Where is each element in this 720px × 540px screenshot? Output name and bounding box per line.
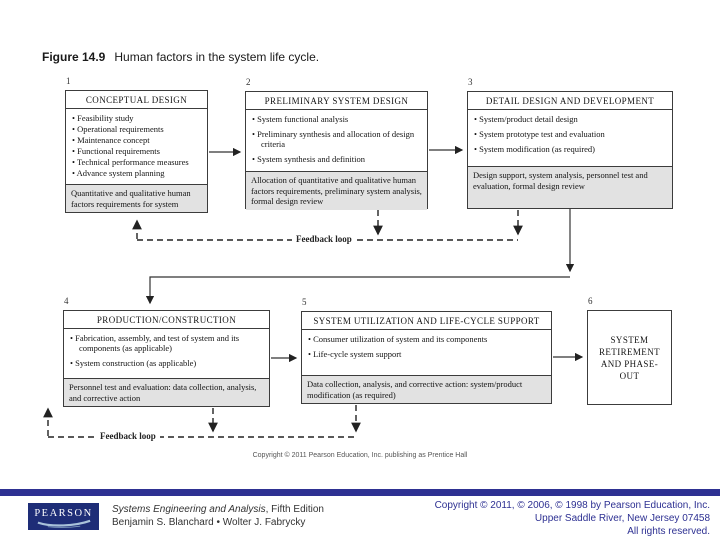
phase-number-4: 4	[64, 296, 69, 306]
phase-box-detail-design-development: DETAIL DESIGN AND DEVELOPMENT System/pro…	[467, 91, 673, 209]
phase-bullet-list: Feasibility study Operational requiremen…	[66, 109, 207, 184]
phase-bullet-list: System functional analysis Preliminary s…	[246, 110, 427, 171]
feedback-loop-label-top: Feedback loop	[292, 234, 356, 244]
phase-header: CONCEPTUAL DESIGN	[66, 91, 207, 109]
book-edition: , Fifth Edition	[265, 504, 324, 515]
slide-title: Figure 14.9 Human factors in the system l…	[42, 50, 319, 64]
bullet-item: Feasibility study	[72, 113, 203, 123]
bullet-item: Fabrication, assembly, and test of syste…	[70, 333, 265, 353]
phase-bullet-list: Consumer utilization of system and its c…	[302, 330, 551, 375]
book-title-line: Systems Engineering and Analysis, Fifth …	[112, 503, 324, 516]
phase-box-conceptual-design: CONCEPTUAL DESIGN Feasibility study Oper…	[65, 90, 208, 213]
bullet-item: Life-cycle system support	[308, 349, 547, 359]
feedback-loop-label-bottom: Feedback loop	[96, 431, 160, 441]
phase-box-system-retirement: SYSTEM RETIREMENT AND PHASE-OUT	[587, 310, 672, 405]
bullet-item: Technical performance measures	[72, 157, 203, 167]
copyright-line-2: Upper Saddle River, New Jersey 07458	[534, 513, 710, 524]
bullet-item: Operational requirements	[72, 124, 203, 134]
footer-copyright: Copyright © 2011, © 2006, © 1998 by Pear…	[435, 499, 710, 538]
bullet-item: Maintenance concept	[72, 135, 203, 145]
phase-bullet-list: Fabrication, assembly, and test of syste…	[64, 329, 269, 378]
phase-number-6: 6	[588, 296, 593, 306]
human-factors-note: Quantitative and qualitative human facto…	[66, 184, 207, 212]
human-factors-note: Allocation of quantitative and qualitati…	[246, 171, 427, 210]
figure-label: Figure 14.9	[42, 50, 106, 64]
bullet-item: Preliminary synthesis and allocation of …	[252, 129, 423, 149]
phase-box-production-construction: PRODUCTION/CONSTRUCTION Fabrication, ass…	[63, 310, 270, 407]
phase-number-5: 5	[302, 297, 307, 307]
phase-header: DETAIL DESIGN AND DEVELOPMENT	[468, 92, 672, 110]
book-authors: Benjamin S. Blanchard • Wolter J. Fabryc…	[112, 517, 306, 528]
footer-accent-bar	[0, 489, 720, 496]
phase-header: SYSTEM RETIREMENT AND PHASE-OUT	[599, 334, 660, 381]
phase-header: PRODUCTION/CONSTRUCTION	[64, 311, 269, 329]
phase-number-3: 3	[468, 77, 473, 87]
bullet-item: System prototype test and evaluation	[474, 129, 668, 139]
human-factors-note: Design support, system analysis, personn…	[468, 166, 672, 208]
phase-bullet-list: System/product detail design System prot…	[468, 110, 672, 166]
bullet-item: System construction (as applicable)	[70, 358, 265, 368]
book-title: Systems Engineering and Analysis	[112, 504, 266, 515]
phase-box-preliminary-system-design: PRELIMINARY SYSTEM DESIGN System functio…	[245, 91, 428, 210]
pearson-swoosh-icon	[37, 519, 90, 528]
book-info: Systems Engineering and Analysis, Fifth …	[112, 503, 324, 529]
human-factors-note: Data collection, analysis, and correctiv…	[302, 375, 551, 403]
phase-header: SYSTEM UTILIZATION AND LIFE-CYCLE SUPPOR…	[302, 312, 551, 330]
pearson-logo: PEARSON	[28, 503, 99, 530]
figure-caption: Human factors in the system life cycle.	[114, 50, 320, 64]
copyright-line-1: Copyright © 2011, © 2006, © 1998 by Pear…	[434, 500, 710, 511]
human-factors-note: Personnel test and evaluation: data coll…	[64, 378, 269, 406]
bullet-item: System modification (as required)	[474, 144, 668, 154]
phase-box-system-utilization: SYSTEM UTILIZATION AND LIFE-CYCLE SUPPOR…	[301, 311, 552, 404]
copyright-line-3: All rights reserved.	[627, 526, 710, 537]
phase-number-2: 2	[246, 77, 251, 87]
pearson-logo-text: PEARSON	[34, 507, 93, 519]
bullet-item: System functional analysis	[252, 114, 423, 124]
bullet-item: System/product detail design	[474, 114, 668, 124]
phase-number-1: 1	[66, 76, 71, 86]
bullet-item: Functional requirements	[72, 146, 203, 156]
bullet-item: System synthesis and definition	[252, 154, 423, 164]
diagram-copyright: Copyright © 2011 Pearson Education, Inc.…	[252, 452, 468, 459]
bullet-item: Advance system planning	[72, 168, 203, 178]
bullet-item: Consumer utilization of system and its c…	[308, 334, 547, 344]
phase-header: PRELIMINARY SYSTEM DESIGN	[246, 92, 427, 110]
